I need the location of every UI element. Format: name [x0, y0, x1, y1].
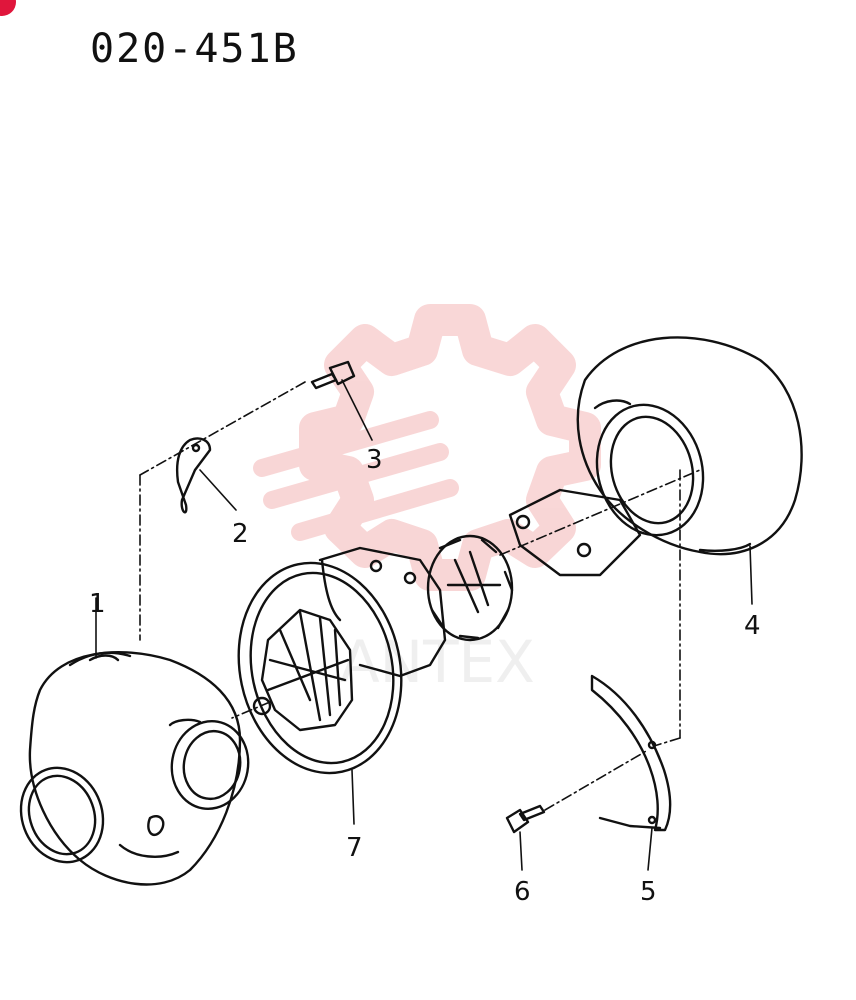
callout-labels: 1 2 3 4 5 6 7 — [89, 445, 761, 907]
assembly-lines — [139, 381, 701, 811]
leader-lines — [95, 379, 753, 871]
watermark-gear-icon — [299, 304, 601, 591]
callout-label-2: 2 — [232, 519, 249, 549]
compressor-housing — [19, 651, 250, 886]
callout-label-1: 1 — [89, 589, 106, 619]
watermark-logo: ANTEX — [253, 304, 601, 696]
callout-label-5: 5 — [640, 877, 657, 907]
bolt-3 — [310, 360, 356, 390]
watermark-speed-lines — [253, 411, 459, 541]
bolt-6 — [505, 804, 546, 834]
cartridge — [237, 534, 514, 775]
clamp-plate-5 — [590, 674, 672, 832]
callout-label-3: 3 — [366, 445, 383, 475]
callout-label-6: 6 — [514, 877, 531, 907]
watermark-text: ANTEX — [340, 628, 535, 696]
diagram-title: 020-451B — [90, 26, 299, 72]
turbine-housing — [508, 336, 803, 577]
callout-label-4: 4 — [744, 611, 761, 641]
clamp-2 — [176, 437, 212, 514]
callout-label-7: 7 — [346, 833, 363, 863]
